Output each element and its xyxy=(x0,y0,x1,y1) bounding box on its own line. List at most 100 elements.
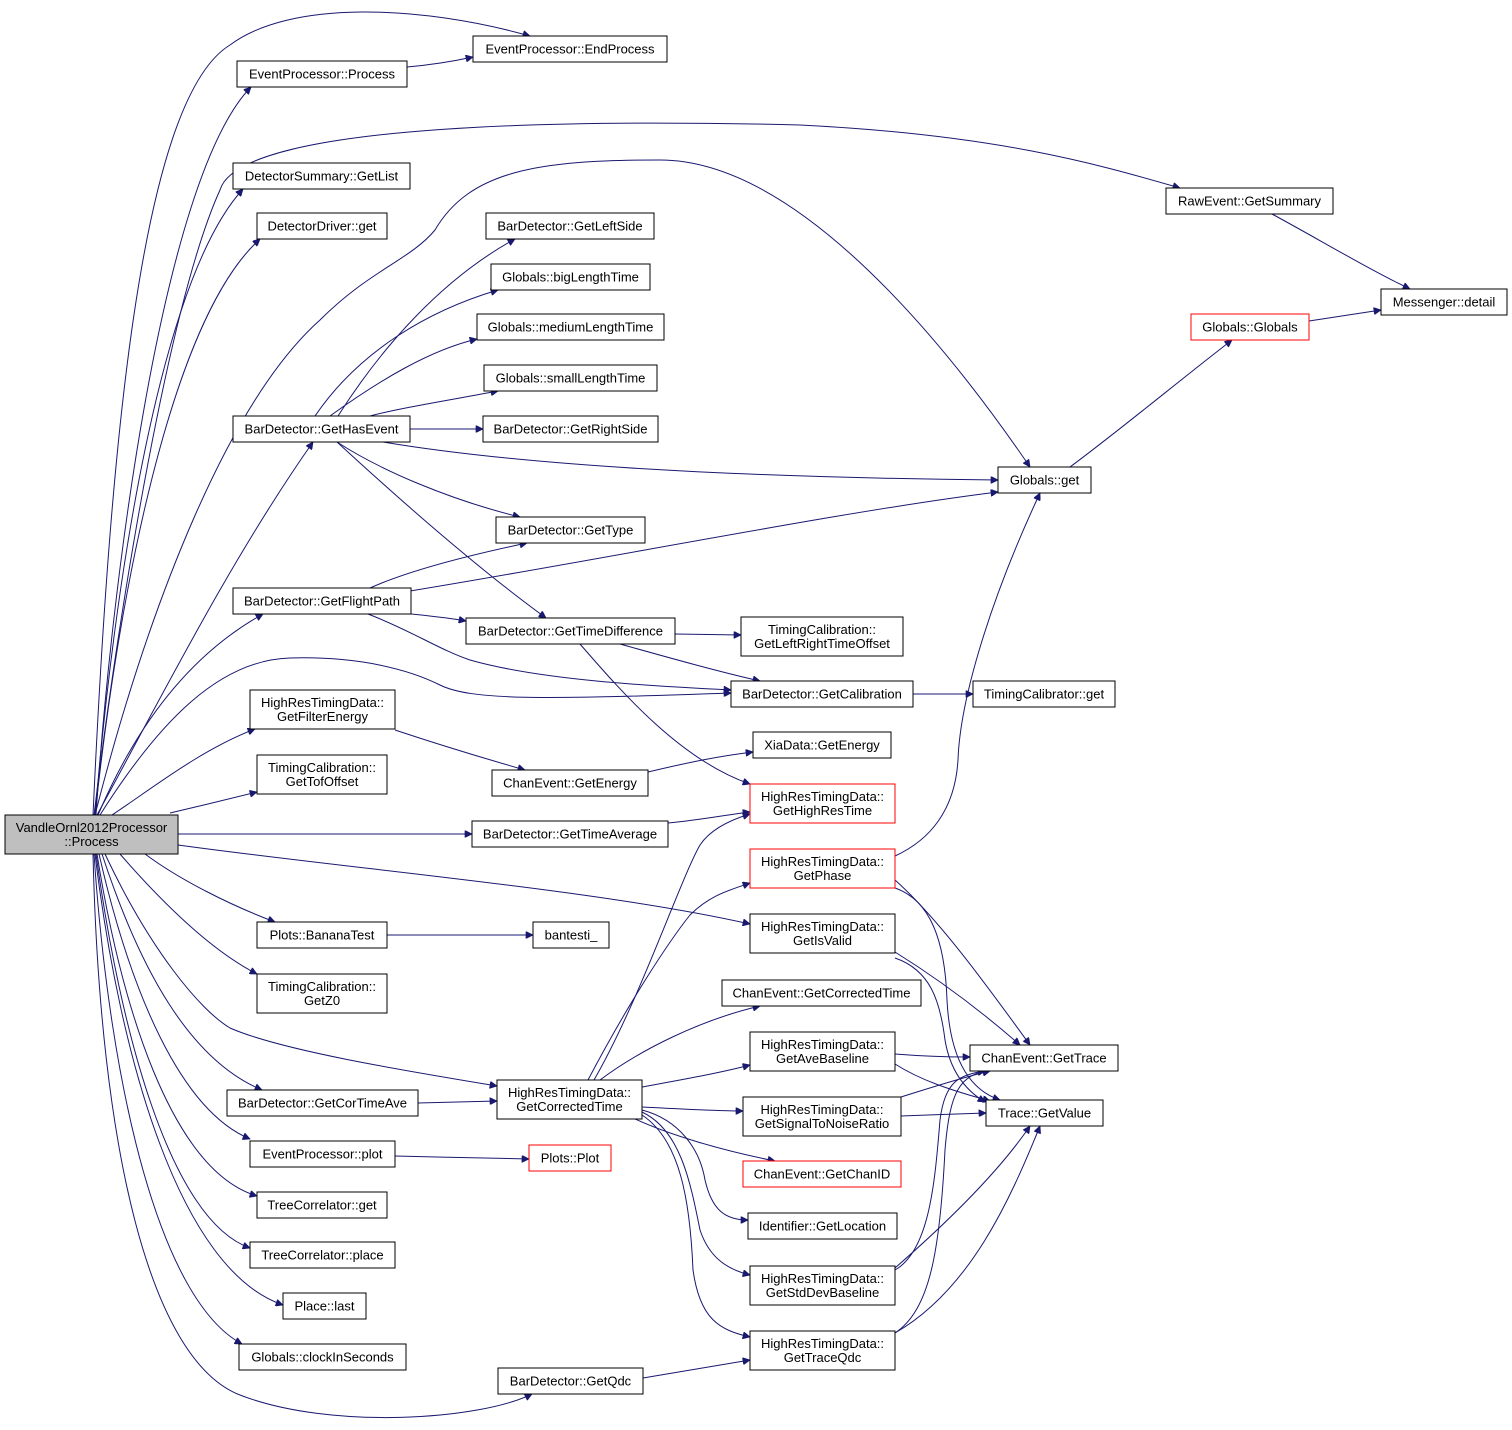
node-box xyxy=(749,1330,896,1371)
node-bd-getflightpath[interactable]: BarDetector::GetFlightPath xyxy=(232,587,412,615)
node-label: Globals::get xyxy=(1010,473,1080,488)
node-label: ChanEvent::GetChanID xyxy=(754,1167,891,1182)
node-bd-getcalibration[interactable]: BarDetector::GetCalibration xyxy=(730,680,914,708)
node-box xyxy=(282,1292,367,1320)
node-hr-getstddev[interactable]: HighResTimingData::GetStdDevBaseline xyxy=(749,1265,896,1306)
node-tc-getz0[interactable]: TimingCalibration::GetZ0 xyxy=(256,973,388,1014)
node-gl-get[interactable]: Globals::get xyxy=(997,466,1092,494)
node-bd-gettimediff[interactable]: BarDetector::GetTimeDifference xyxy=(465,617,676,645)
node-bd-getqdc[interactable]: BarDetector::GetQdc xyxy=(497,1367,644,1395)
node-label: Messenger::detail xyxy=(1393,295,1496,310)
node-box xyxy=(528,1144,612,1172)
node-hr-getfilterenergy[interactable]: HighResTimingData::GetFilterEnergy xyxy=(249,689,396,730)
node-label: GetIsValid xyxy=(793,933,852,948)
node-hr-getphase[interactable]: HighResTimingData::GetPhase xyxy=(749,848,896,889)
node-box xyxy=(1165,187,1334,215)
node-box xyxy=(752,731,892,759)
call-edge-root-to-bd_gethasevent xyxy=(96,442,313,816)
node-box xyxy=(1190,313,1310,341)
node-bd-gettimeaverage[interactable]: BarDetector::GetTimeAverage xyxy=(471,820,669,848)
node-tree-get[interactable]: TreeCorrelator::get xyxy=(256,1191,388,1219)
node-bd-getrightside[interactable]: BarDetector::GetRightSide xyxy=(482,415,659,443)
node-xia-getenergy[interactable]: XiaData::GetEnergy xyxy=(752,731,892,759)
node-box xyxy=(472,35,668,63)
node-label: VandleOrnl2012Processor xyxy=(16,820,168,835)
node-label: GetPhase xyxy=(794,868,852,883)
node-tree-place[interactable]: TreeCorrelator::place xyxy=(249,1241,396,1269)
node-label: Identifier::GetLocation xyxy=(759,1219,886,1234)
node-ce-getenergy[interactable]: ChanEvent::GetEnergy xyxy=(491,769,649,797)
node-id-getlocation[interactable]: Identifier::GetLocation xyxy=(747,1212,898,1240)
call-edge-root-to-hr_getisvalid xyxy=(177,844,750,924)
call-edge-hr_getavebaseline-to-trace_getvalue xyxy=(894,1063,990,1101)
node-bantesti[interactable]: bantesti_ xyxy=(532,921,610,949)
node-bd-gettype[interactable]: BarDetector::GetType xyxy=(495,516,646,544)
node-bd-getleftside[interactable]: BarDetector::GetLeftSide xyxy=(485,212,655,240)
node-bd-getcortimeave[interactable]: BarDetector::GetCorTimeAve xyxy=(226,1089,419,1117)
call-edge-bd_gethasevent-to-bd_gettype xyxy=(336,441,520,517)
node-hr-gettraceqdc[interactable]: HighResTimingData::GetTraceQdc xyxy=(749,1330,896,1371)
call-edge-root-to-plots_banana xyxy=(144,853,275,922)
node-plots-banana[interactable]: Plots::BananaTest xyxy=(256,921,388,949)
node-tc-getleftright[interactable]: TimingCalibration::GetLeftRightTimeOffse… xyxy=(740,616,904,657)
node-ds-getlist[interactable]: DetectorSummary::GetList xyxy=(232,162,411,190)
node-label: DetectorSummary::GetList xyxy=(245,169,399,184)
node-ep-process[interactable]: EventProcessor::Process xyxy=(236,60,408,88)
node-box xyxy=(532,921,610,949)
node-tc-gettofoffset[interactable]: TimingCalibration::GetTofOffset xyxy=(256,754,388,795)
call-edge-bd_gethasevent-to-bd_getleftside xyxy=(337,238,515,417)
node-box xyxy=(497,1367,644,1395)
node-tcr-get[interactable]: TimingCalibrator::get xyxy=(972,680,1116,708)
node-label: GetCorrectedTime xyxy=(516,1099,622,1114)
node-gl-globals[interactable]: Globals::Globals xyxy=(1190,313,1310,341)
node-messenger-detail[interactable]: Messenger::detail xyxy=(1380,288,1508,316)
node-box xyxy=(482,415,659,443)
node-hr-getisvalid[interactable]: HighResTimingData::GetIsValid xyxy=(749,913,896,954)
node-label: HighResTimingData:: xyxy=(761,1271,884,1286)
call-edge-root-to-ep_process xyxy=(95,87,251,816)
node-plots-plot[interactable]: Plots::Plot xyxy=(528,1144,612,1172)
node-box xyxy=(997,466,1092,494)
call-edge-root-to-tc_gettofoffset xyxy=(169,792,257,814)
node-label: TreeCorrelator::get xyxy=(267,1198,377,1213)
node-box xyxy=(749,1031,896,1072)
node-ce-getcorrectedtime[interactable]: ChanEvent::GetCorrectedTime xyxy=(721,979,922,1007)
node-dd-get[interactable]: DetectorDriver::get xyxy=(256,212,388,240)
node-hr-getsnr[interactable]: HighResTimingData::GetSignalToNoiseRatio xyxy=(742,1096,902,1137)
node-label: GetTofOffset xyxy=(286,774,359,789)
node-gl-mediumlength[interactable]: Globals::mediumLengthTime xyxy=(476,313,665,341)
node-hr-getavebaseline[interactable]: HighResTimingData::GetAveBaseline xyxy=(749,1031,896,1072)
node-raw-getsummary[interactable]: RawEvent::GetSummary xyxy=(1165,187,1334,215)
node-box xyxy=(256,754,388,795)
call-edge-root-to-bd_getqdc xyxy=(92,853,532,1419)
node-hr-gethighrestime[interactable]: HighResTimingData::GetHighResTime xyxy=(749,783,896,824)
node-gl-clock[interactable]: Globals::clockInSeconds xyxy=(238,1343,407,1371)
node-label: GetZ0 xyxy=(304,993,340,1008)
call-edge-root-to-gl_clock xyxy=(93,853,242,1345)
node-trace-getvalue[interactable]: Trace::GetValue xyxy=(985,1099,1104,1127)
node-box xyxy=(721,979,922,1007)
node-label: HighResTimingData:: xyxy=(761,919,884,934)
node-ep-plot[interactable]: EventProcessor::plot xyxy=(249,1140,396,1168)
node-box xyxy=(256,921,388,949)
node-place-last[interactable]: Place::last xyxy=(282,1292,367,1320)
node-label: GetFilterEnergy xyxy=(277,709,369,724)
node-hr-getcorrectedtime[interactable]: HighResTimingData::GetCorrectedTime xyxy=(496,1079,643,1120)
node-label: Globals::Globals xyxy=(1202,320,1298,335)
node-label: Globals::smallLengthTime xyxy=(496,371,646,386)
node-box xyxy=(236,60,408,88)
node-ce-getchanid[interactable]: ChanEvent::GetChanID xyxy=(742,1160,902,1188)
call-edge-hr_getphase-to-gl_get xyxy=(894,493,1040,857)
node-box xyxy=(256,212,388,240)
node-ce-gettrace[interactable]: ChanEvent::GetTrace xyxy=(969,1044,1119,1072)
node-box xyxy=(232,587,412,615)
node-root[interactable]: VandleOrnl2012Processor::Process xyxy=(4,814,179,855)
call-edge-hr_getcorrectedtime-to-hr_getavebaseline xyxy=(641,1065,750,1088)
node-bd-gethasevent[interactable]: BarDetector::GetHasEvent xyxy=(232,415,411,443)
node-gl-biglength[interactable]: Globals::bigLengthTime xyxy=(490,263,651,291)
node-label: RawEvent::GetSummary xyxy=(1178,194,1322,209)
node-ep-endprocess[interactable]: EventProcessor::EndProcess xyxy=(472,35,668,63)
node-gl-smalllength[interactable]: Globals::smallLengthTime xyxy=(483,364,658,392)
node-label: BarDetector::GetType xyxy=(508,523,634,538)
node-box xyxy=(238,1343,407,1371)
